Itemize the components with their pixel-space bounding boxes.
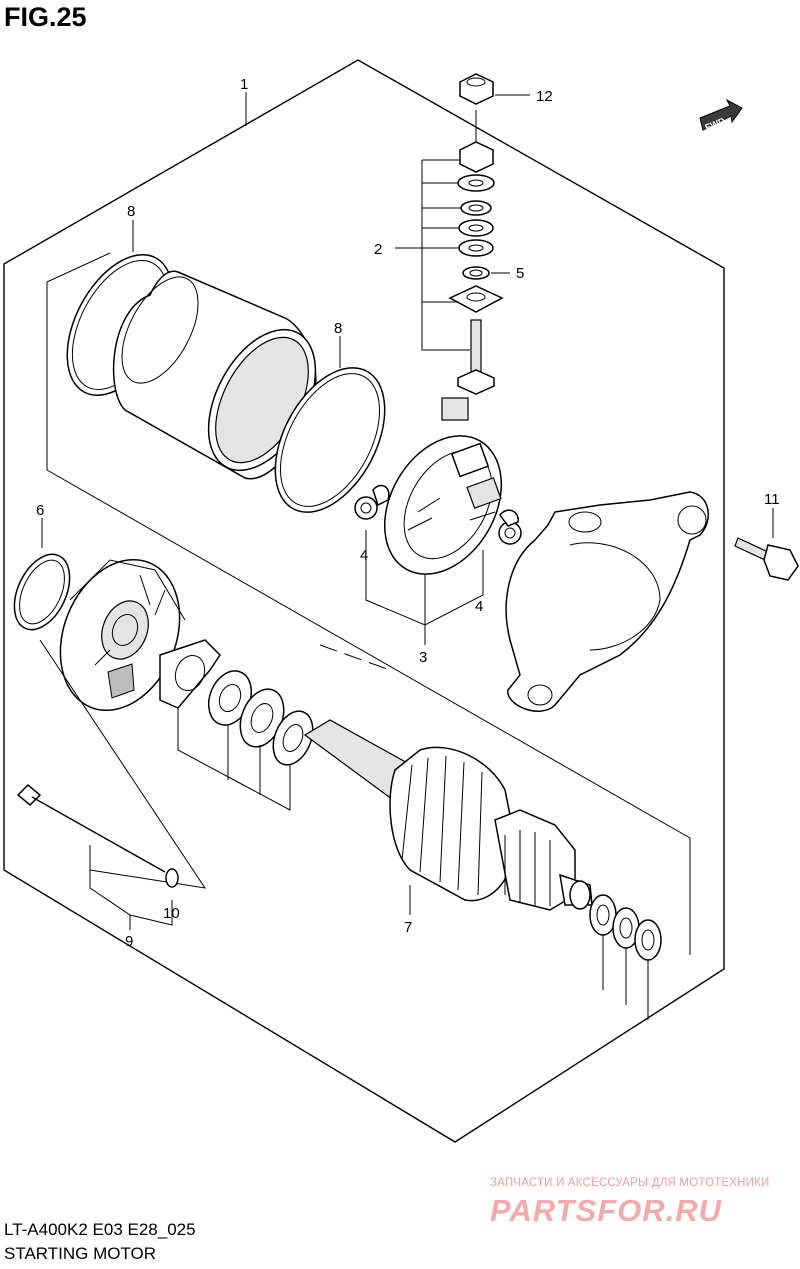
shim-washer-3 — [272, 710, 314, 766]
brush-holder-plate — [383, 435, 503, 575]
watermark-logo: PARTSFOR.RU — [490, 1193, 723, 1228]
diagram-title: STARTING MOTOR — [4, 1244, 157, 1263]
callout-12: 12 — [536, 88, 553, 105]
assembly-outline — [3, 59, 725, 1143]
brush-spring-right — [498, 509, 522, 545]
rear-shim-1 — [589, 894, 617, 936]
callout-9: 9 — [125, 933, 133, 950]
terminal-nut-12 — [459, 73, 494, 105]
callout-2: 2 — [374, 241, 382, 258]
rear-shim-leader-lines — [602, 935, 649, 1020]
callout-1: 1 — [240, 76, 248, 93]
bracket-line-2 — [395, 159, 470, 351]
callout-3: 3 — [419, 649, 427, 666]
bracket-line-9 — [89, 845, 173, 926]
callout-6: 6 — [36, 502, 44, 519]
o-ring-10 — [165, 868, 179, 888]
forward-direction-arrow-icon: FWD — [699, 98, 743, 133]
callout-4-right: 4 — [475, 598, 483, 615]
shim-bracket-lines — [177, 708, 291, 811]
rear-shim-3 — [634, 919, 662, 961]
figure-title: FIG.25 — [4, 2, 87, 32]
callout-4-left: 4 — [360, 547, 368, 564]
end-cover-bracket — [505, 491, 709, 712]
callout-8-right: 8 — [334, 320, 342, 337]
o-ring-right — [274, 367, 386, 513]
through-bolt-9 — [16, 783, 166, 873]
callout-10: 10 — [163, 905, 180, 922]
callout-8-left: 8 — [127, 203, 135, 220]
armature — [303, 719, 593, 911]
mounting-bolt-11 — [734, 537, 799, 581]
brush-spring-left — [354, 484, 390, 520]
callout-5: 5 — [516, 265, 524, 282]
o-ring-6 — [13, 553, 71, 631]
shim-washer-1 — [207, 670, 253, 726]
callout-7: 7 — [404, 919, 412, 936]
lock-washer-plate — [159, 639, 221, 709]
callout-11: 11 — [764, 491, 780, 508]
model-code: LT-A400K2 E03 E28_025 — [4, 1220, 196, 1239]
thru-bolt-guide-line — [39, 639, 207, 889]
front-housing — [59, 558, 186, 712]
terminal-washer-stack — [441, 141, 504, 421]
watermark-caption: ЗАПЧАСТИ И АКСЕССУАРЫ ДЛЯ МОТОТЕХНИКИ — [490, 1177, 770, 1189]
